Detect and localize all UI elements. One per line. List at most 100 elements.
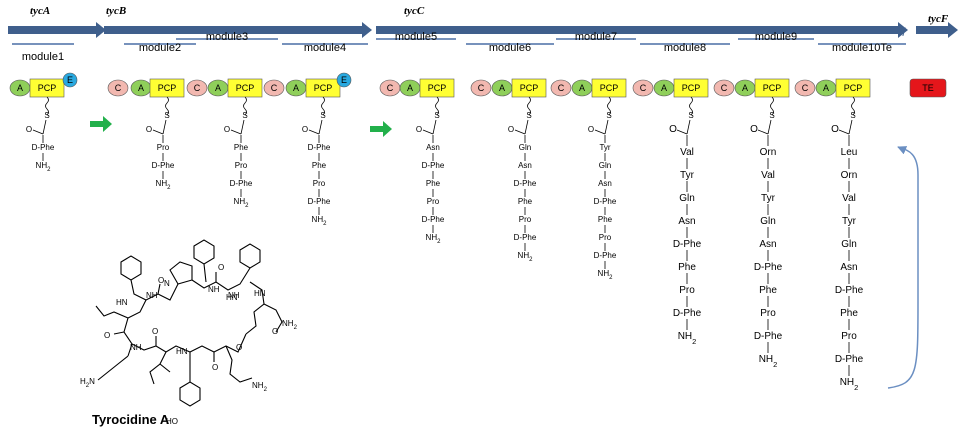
module-labels: module1module2module3module4module5modul… xyxy=(12,31,906,63)
gene-label-tycF: tycF xyxy=(928,13,949,25)
residue: Pro xyxy=(157,143,170,152)
residue: Orn xyxy=(760,147,777,158)
pcp-domain-label: PCP xyxy=(38,83,57,93)
atom-label: O xyxy=(158,276,164,285)
module-label-7: module7 xyxy=(575,31,617,43)
bond xyxy=(686,119,691,135)
residue: D-Phe xyxy=(422,215,445,224)
residue: Gln xyxy=(679,193,695,204)
atom-label: O xyxy=(212,363,218,372)
phosphopantetheine-linker xyxy=(607,96,611,116)
residue: D-Phe xyxy=(754,262,783,273)
gene-arrow-tycA xyxy=(8,22,106,38)
thioester-sulfur: S xyxy=(434,111,439,120)
residue: Pro xyxy=(760,308,776,319)
thioester-sulfur: S xyxy=(606,111,611,120)
residue: Asn xyxy=(598,179,612,188)
residue: Asn xyxy=(840,262,857,273)
carbonyl-oxygen: O xyxy=(302,125,308,134)
residue: Gln xyxy=(519,143,531,152)
gene-arrow-tycB xyxy=(104,22,372,38)
amino-terminus: NH2 xyxy=(426,233,442,245)
residue: Gln xyxy=(760,216,776,227)
atom-label: NH xyxy=(208,285,220,294)
pcp-domain-label: PCP xyxy=(682,83,701,93)
pcp-domain-label: PCP xyxy=(428,83,447,93)
c-domain xyxy=(713,79,735,97)
thioester-sulfur: S xyxy=(526,111,531,120)
c-domain-label: C xyxy=(478,83,485,93)
module-label-9: module9 xyxy=(755,31,797,43)
phosphopantetheine-linker xyxy=(770,96,774,116)
atom-label: O xyxy=(236,343,242,352)
c-domain xyxy=(470,79,492,97)
module-label-10: module10Te xyxy=(832,42,892,54)
gene-label-tycC: tycC xyxy=(404,5,425,17)
bond xyxy=(240,119,245,135)
bond xyxy=(767,119,772,135)
atom-label: HN xyxy=(176,347,188,356)
residue: D-Phe xyxy=(594,197,617,206)
a-domain-label: A xyxy=(823,83,829,93)
pcp-domain-label: PCP xyxy=(844,83,863,93)
amino-terminus: NH2 xyxy=(840,377,859,392)
bond xyxy=(230,129,242,135)
residue: D-Phe xyxy=(308,197,331,206)
cyclization-arrow xyxy=(887,146,919,389)
atom-label: NH xyxy=(130,343,142,352)
carbonyl-oxygen: O xyxy=(750,124,758,135)
thioester-sulfur: S xyxy=(688,111,693,120)
bond xyxy=(514,129,526,135)
phosphopantetheine-linker xyxy=(851,96,855,116)
carbonyl-oxygen: O xyxy=(26,125,32,134)
residue: Tyr xyxy=(761,193,776,204)
te-domain xyxy=(909,78,947,98)
residue: D-Phe xyxy=(835,354,864,365)
phosphopantetheine-linker xyxy=(45,96,49,116)
residue: D-Phe xyxy=(673,239,702,250)
e-domain-label: E xyxy=(67,75,73,85)
benzene-ring xyxy=(193,239,215,265)
residue: Gln xyxy=(599,161,611,170)
a-domain-label: A xyxy=(742,83,748,93)
gene-arrow-tycF xyxy=(916,22,958,38)
residue: D-Phe xyxy=(152,161,175,170)
residue: Gln xyxy=(841,239,857,250)
phosphopantetheine-linker xyxy=(435,96,439,116)
carbonyl-oxygen: O xyxy=(416,125,422,134)
c-domain-label: C xyxy=(802,83,809,93)
pcp-domain-label: PCP xyxy=(763,83,782,93)
residue: Pro xyxy=(841,331,857,342)
amino-terminus: NH2 xyxy=(156,179,172,191)
c-domain-label: C xyxy=(387,83,394,93)
residue: Leu xyxy=(841,147,858,158)
atom-label: O xyxy=(218,263,224,272)
transfer-arrows xyxy=(90,116,392,137)
thioester-sulfur: S xyxy=(320,111,325,120)
a-domain-label: A xyxy=(17,83,23,93)
residue: Pro xyxy=(235,161,248,170)
te-domain-label: TE xyxy=(922,83,934,93)
module-label-6: module6 xyxy=(489,42,531,54)
a-domain-label: A xyxy=(407,83,413,93)
residue: Pro xyxy=(519,215,532,224)
pcp-domain-label: PCP xyxy=(236,83,255,93)
bond xyxy=(594,129,606,135)
thioester-sulfur: S xyxy=(44,111,49,120)
module-label-8: module8 xyxy=(664,42,706,54)
c-domain-label: C xyxy=(271,83,278,93)
atom-label: HN xyxy=(116,298,128,307)
residue: Tyr xyxy=(842,216,857,227)
residue: Phe xyxy=(759,285,777,296)
tyrocidine-a-structure xyxy=(95,239,283,407)
a-domain-label: A xyxy=(293,83,299,93)
residue: Orn xyxy=(841,170,858,181)
residue: Pro xyxy=(599,233,612,242)
transfer-arrow-1 xyxy=(90,116,112,132)
c-domain-label: C xyxy=(640,83,647,93)
a-domain-label: A xyxy=(215,83,221,93)
